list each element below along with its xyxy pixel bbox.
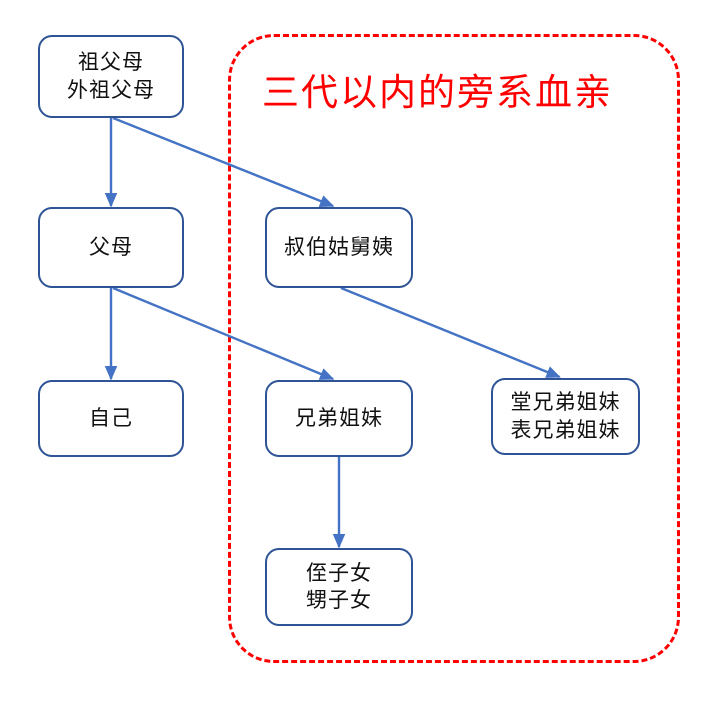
group-title: 三代以内的旁系血亲: [262, 71, 613, 114]
node-label: 叔伯姑舅姨: [284, 234, 394, 259]
node-label: 祖父母 外祖父母: [67, 50, 155, 102]
node-label: 兄弟姐妹: [295, 405, 383, 430]
node-grandparents[interactable]: 祖父母 外祖父母: [38, 35, 184, 118]
node-parents[interactable]: 父母: [38, 207, 184, 288]
node-self[interactable]: 自己: [38, 380, 184, 457]
node-label: 侄子女 甥子女: [306, 560, 372, 612]
node-label: 父母: [89, 234, 133, 259]
node-siblings[interactable]: 兄弟姐妹: [265, 380, 413, 457]
node-nephews-nieces[interactable]: 侄子女 甥子女: [265, 548, 413, 626]
node-uncles-aunts[interactable]: 叔伯姑舅姨: [265, 207, 413, 288]
node-label: 自己: [89, 405, 133, 430]
node-label: 堂兄弟姐妹 表兄弟姐妹: [510, 390, 621, 442]
node-cousins[interactable]: 堂兄弟姐妹 表兄弟姐妹: [491, 378, 640, 455]
